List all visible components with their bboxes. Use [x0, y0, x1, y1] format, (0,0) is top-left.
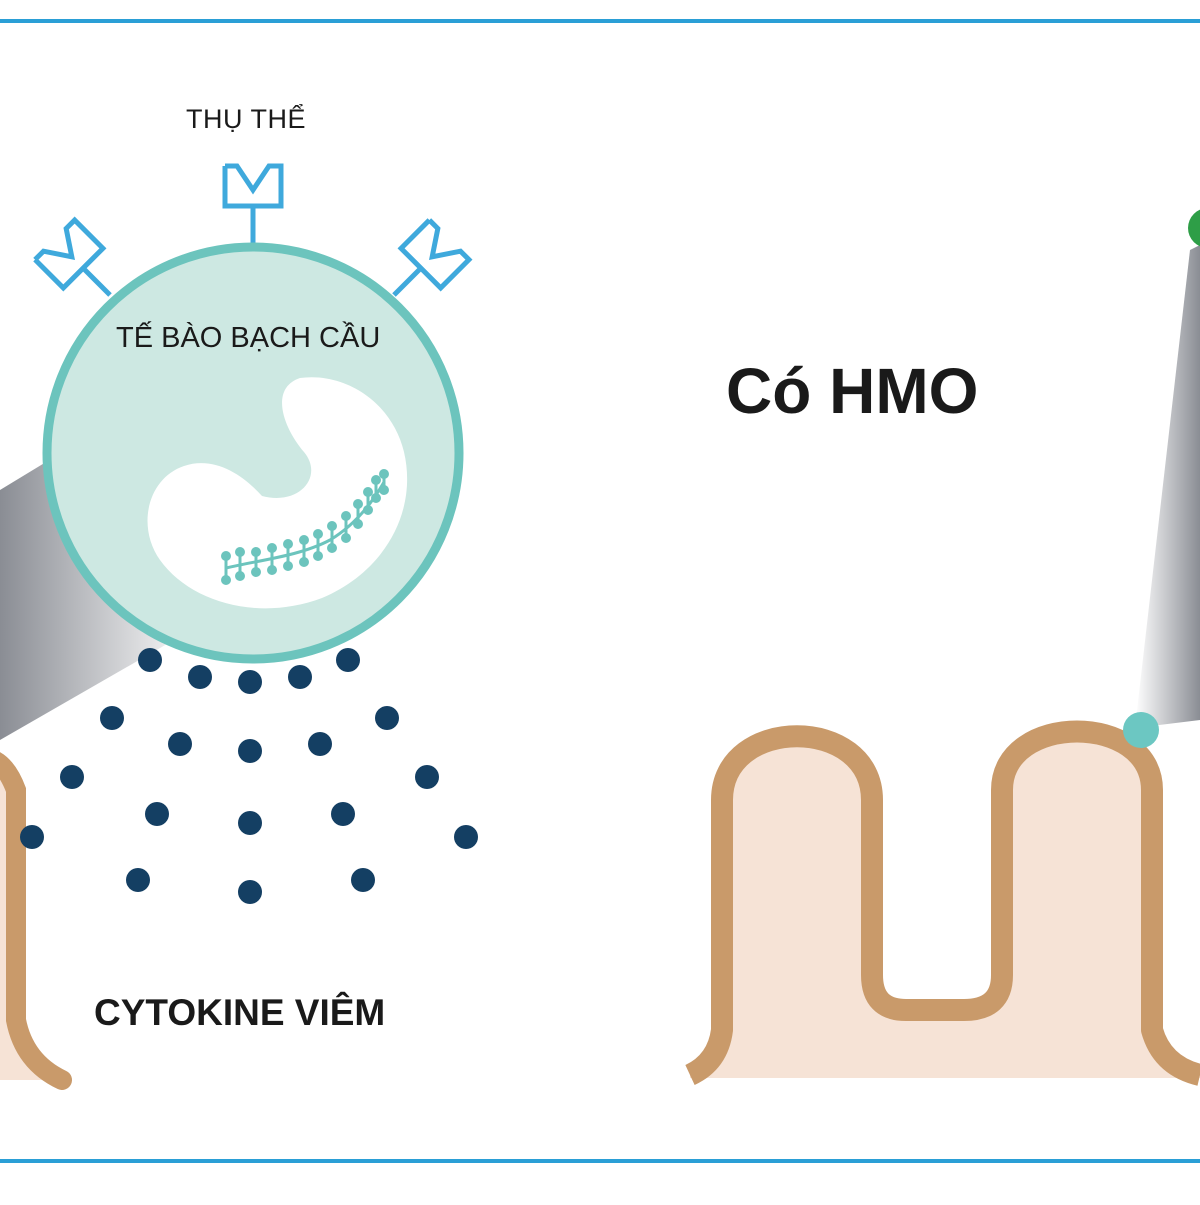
receptor-left-icon	[33, 216, 112, 297]
white-blood-cell	[42, 242, 464, 664]
receptor-label: THỤ THỂ	[186, 104, 307, 134]
green-dot	[1188, 209, 1200, 247]
teal-dot	[1123, 712, 1159, 748]
cell-nucleus	[147, 377, 408, 609]
right-spotlight-beam	[1135, 245, 1200, 728]
with-hmo-label: Có HMO	[726, 355, 979, 427]
receptor-top-icon	[222, 163, 284, 244]
receptor-right-icon	[392, 218, 473, 297]
dna-strand	[221, 469, 389, 585]
cytokine-dots	[20, 648, 478, 904]
white-blood-cell-label: TẾ BÀO BẠCH CẦU	[116, 322, 381, 354]
intestinal-villi	[684, 720, 1200, 1086]
left-villus-fragment	[0, 752, 72, 1090]
receptor-icons	[33, 163, 473, 297]
inflammatory-cytokine-label: CYTOKINE VIÊM	[94, 992, 386, 1033]
